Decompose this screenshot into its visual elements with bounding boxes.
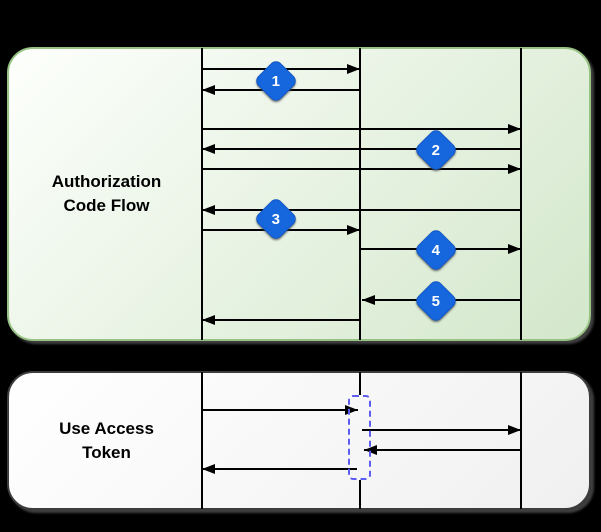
message-line [202,168,521,170]
message-line [202,319,360,321]
arrowhead-icon [347,64,360,74]
lifeline [359,48,361,340]
arrowhead-icon [508,124,521,134]
arrowhead-icon [202,464,215,474]
arrowhead-icon [362,295,375,305]
message-line [202,128,521,130]
use-access-token-label: Use Access Token [59,418,154,462]
authorization-code-flow-box: Authorization Code Flow [7,47,591,341]
arrowhead-icon [202,85,215,95]
message-line [362,429,521,431]
message-line [202,409,358,411]
lifeline [520,48,522,340]
arrowhead-icon [202,315,215,325]
arrowhead-icon [347,225,360,235]
authorization-code-flow-label: Authorization Code Flow [51,172,162,215]
lifeline [359,480,361,509]
message-line [364,449,521,451]
activation-box [348,395,371,480]
use-access-token-box: Use Access Token [7,371,591,510]
step-number: 1 [271,72,281,90]
lifeline [201,48,203,340]
arrowhead-icon [345,405,358,415]
lifeline [359,372,361,395]
step-number: 3 [271,210,281,228]
arrowhead-icon [202,205,215,215]
step-number: 4 [431,241,441,259]
step-number: 5 [431,292,441,310]
arrowhead-icon [508,164,521,174]
lifeline [201,372,203,509]
message-line [202,209,521,211]
step-number: 2 [431,141,441,159]
message-line [202,148,521,150]
arrowhead-icon [508,244,521,254]
arrowhead-icon [202,144,215,154]
message-line [202,468,357,470]
lifeline [520,372,522,509]
arrowhead-icon [508,425,521,435]
